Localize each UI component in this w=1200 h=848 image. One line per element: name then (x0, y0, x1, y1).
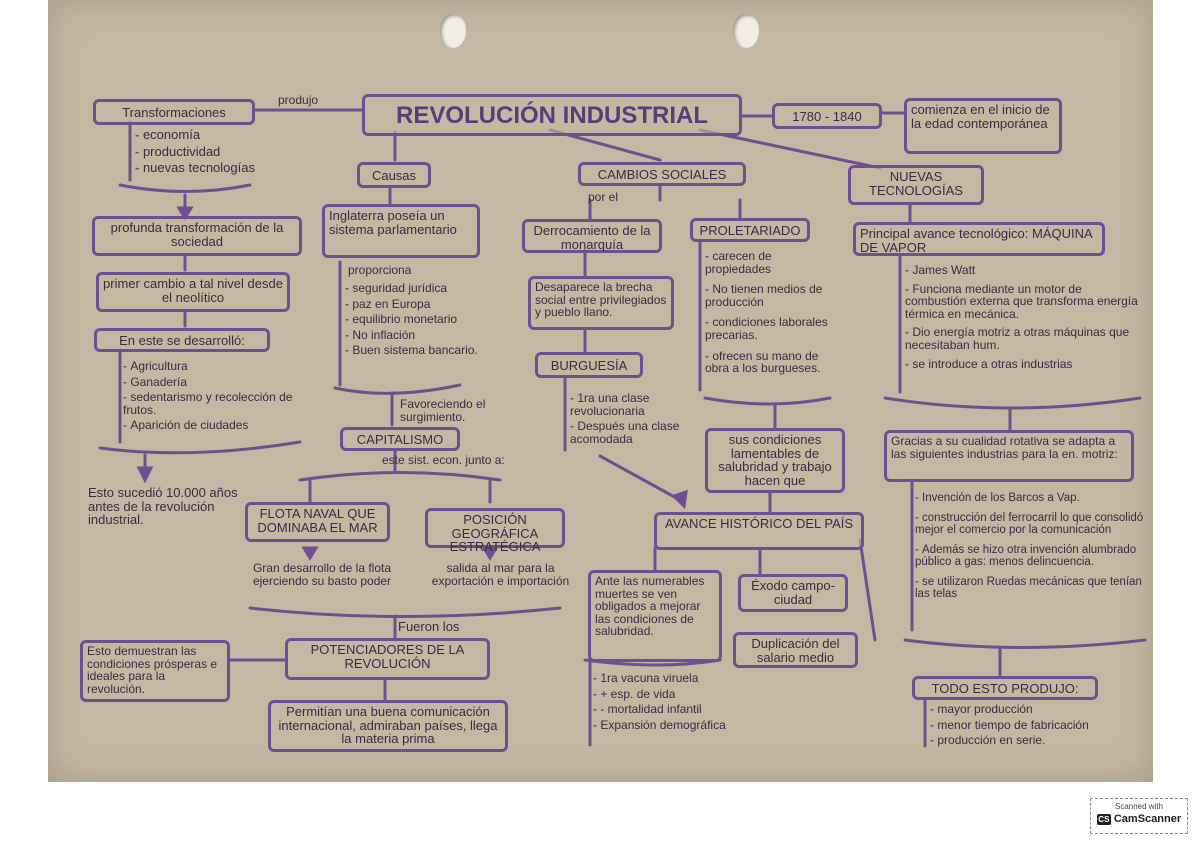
list-item: productividad (135, 144, 255, 159)
produjo-label: produjo (278, 93, 319, 107)
potenciadores-box: POTENCIADORES DE LA REVOLUCIÓN (285, 638, 490, 680)
ante-box: Ante las numerables muertes se ven oblig… (588, 570, 722, 662)
avance-list: 1ra vacuna viruela + esp. de vida - mort… (593, 672, 726, 734)
list-item: sedentarismo y recolección de frutos. (123, 391, 308, 416)
principal-box: Principal avance tecnológico: MÁQUINA DE… (853, 222, 1105, 256)
list-item: Expansión demográfica (593, 719, 725, 732)
profunda-box: profunda transformación de la sociedad (92, 216, 302, 256)
desarrollo-list: Agricultura Ganadería sedentarismo y rec… (123, 360, 323, 435)
cambios-sociales-box: CAMBIOS SOCIALES (578, 162, 746, 186)
gracias-box: Gracias a su cualidad rotativa se adapta… (884, 430, 1134, 482)
desaparece-box: Desaparece la brecha social entre privil… (528, 276, 674, 330)
list-item: Funciona mediante un motor de combustión… (905, 282, 1143, 321)
nuevas-tec-box: NUEVAS TECNOLOGÍAS (848, 165, 984, 205)
transformaciones-box: Transformaciones (93, 99, 255, 125)
list-item: carecen de propiedades (705, 250, 835, 275)
list-item: producción en serie. (930, 734, 1089, 747)
derrocamiento-box: Derrocamiento de la monarquía (522, 219, 662, 253)
binder-hole-right (733, 14, 759, 48)
burguesia-box: BURGUESÍA (535, 352, 643, 378)
esto-demuestran-box: Esto demuestran las condiciones próspera… (80, 640, 230, 702)
esto-sucedio-text: Esto sucedió 10.000 años antes de la rev… (88, 485, 238, 528)
main-title: REVOLUCIÓN INDUSTRIAL (362, 94, 742, 136)
proletariado-list: carecen de propiedades No tienen medios … (705, 250, 835, 378)
list-item: Aparición de ciudades (123, 419, 323, 432)
causas-list: seguridad jurídica paz en Europa equilib… (345, 282, 478, 360)
posicion-text: salida al mar para la exportación e impo… (431, 561, 570, 588)
list-item: Ganadería (123, 375, 323, 389)
vapor-list: James Watt Funciona mediante un motor de… (905, 264, 1143, 373)
list-item: No inflación (345, 329, 478, 342)
posicion-box: POSICIÓN GEOGRÁFICA ESTRATÉGICA (425, 508, 565, 554)
list-item: condiciones laborales precarias. (705, 316, 835, 341)
list-item: menor tiempo de fabricación (930, 718, 1088, 732)
list-item: Además se hizo otra invención alumbrado … (915, 544, 1145, 568)
transformaciones-list: economía productividad nuevas tecnología… (135, 128, 255, 178)
inglaterra-box: Inglaterra poseía un sistema parlamentar… (322, 204, 480, 258)
scanned-label: Scanned with (1114, 802, 1164, 811)
avance-box: AVANCE HISTÓRICO DEL PAÍS (654, 512, 864, 550)
sus-condiciones-box: sus condiciones lamentables de salubrida… (705, 428, 845, 493)
list-item: equilibrio monetario (345, 313, 478, 326)
list-item: James Watt (905, 264, 1143, 277)
list-item: economía (135, 128, 255, 142)
favoreciendo-text: Favoreciendo el surgimiento. (400, 397, 486, 424)
camscanner-logo-icon: CS (1096, 813, 1111, 825)
list-item: se utilizaron Ruedas mecánicas que tenía… (915, 576, 1145, 600)
causas-box: Causas (357, 162, 431, 188)
list-item: 1ra una clase revolucionaria (570, 392, 695, 417)
exodo-box: Éxodo campo-ciudad (738, 574, 848, 612)
duplicacion-box: Duplicación del salario medio (733, 632, 858, 668)
proporciona-label: proporciona (348, 263, 412, 277)
este-sist-text: este sist. econ. junto a: (382, 453, 505, 467)
list-item: + esp. de vida (593, 687, 726, 701)
todo-esto-box: TODO ESTO PRODUJO: (912, 676, 1098, 700)
list-item: seguridad jurídica (345, 282, 478, 295)
list-item: Dio energía motriz a otras máquinas que … (905, 326, 1143, 351)
capitalismo-box: CAPITALISMO (340, 427, 460, 451)
flota-box: FLOTA NAVAL QUE DOMINABA EL MAR (245, 502, 390, 542)
list-item: ofrecen su mano de obra a los burgueses. (705, 349, 835, 375)
gracias-list: Invención de los Barcos a Vap. construcc… (915, 492, 1145, 603)
list-item: Invención de los Barcos a Vap. (915, 492, 1145, 504)
flota-text: Gran desarrollo de la flota ejerciendo s… (252, 561, 392, 588)
list-item: No tienen medios de producción (705, 283, 835, 308)
list-item: nuevas tecnologías (135, 161, 255, 175)
por-el-label: por el (588, 190, 619, 204)
burguesia-list: 1ra una clase revolucionaria Después una… (570, 392, 695, 448)
list-item: Después una clase acomodada (570, 420, 695, 445)
list-item: Agricultura (123, 360, 323, 373)
fueron-los-label: Fueron los (398, 619, 460, 634)
binder-hole-left (440, 14, 466, 48)
list-item: paz en Europa (345, 297, 478, 311)
permitian-box: Permitían una buena comunicación interna… (268, 700, 508, 752)
camscanner-name: CamScanner (1113, 813, 1182, 825)
list-item: 1ra vacuna viruela (593, 672, 726, 685)
proletariado-box: PROLETARIADO (690, 218, 810, 242)
dates-box: 1780 - 1840 (772, 103, 882, 129)
list-item: - mortalidad infantil (593, 703, 726, 716)
list-item: Buen sistema bancario. (345, 344, 477, 357)
primer-cambio-box: primer cambio a tal nivel desde el neolí… (96, 272, 290, 312)
list-item: se introduce a otras industrias (905, 357, 1143, 371)
list-item: construcción del ferrocarril lo que cons… (915, 512, 1145, 536)
comienza-box: comienza en el inicio de la edad contemp… (904, 98, 1062, 154)
desarrollo-box: En este se desarrolló: (94, 328, 270, 352)
todo-list: mayor producción menor tiempo de fabrica… (930, 703, 1089, 750)
list-item: mayor producción (930, 703, 1089, 716)
